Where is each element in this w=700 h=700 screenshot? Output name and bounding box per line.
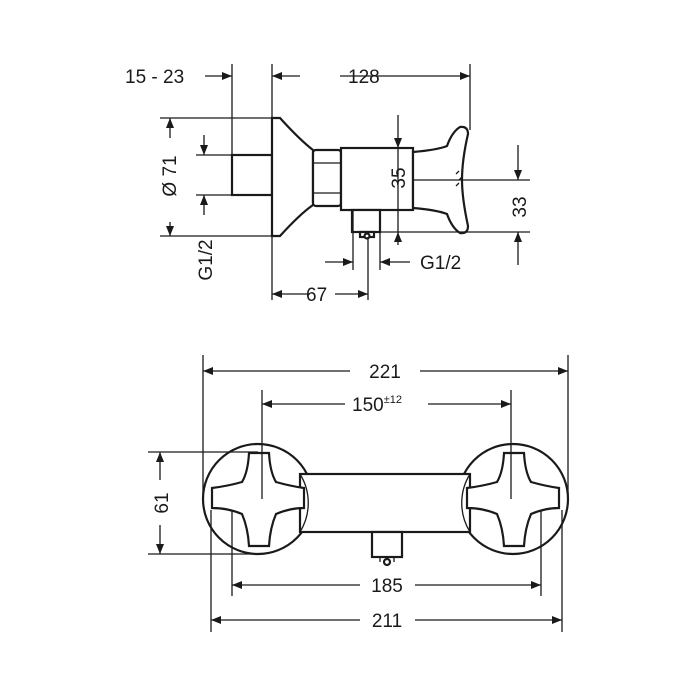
hex-nut <box>311 148 343 208</box>
dim-inlet-thread: G1/2 <box>196 239 217 280</box>
rosette-flange <box>270 116 315 238</box>
dim-outlet-thread: G1/2 <box>420 253 461 274</box>
dim-centre-distance-value: 150 <box>352 395 384 416</box>
dim-wall-offset: 15 - 23 <box>125 67 184 88</box>
side-view: 15 - 23 128 Ø 71 G1/2 35 33 G1/2 67 <box>125 64 531 306</box>
dim-overall-width: 221 <box>369 362 401 383</box>
dim-handle-span: 185 <box>371 576 403 597</box>
dim-height-33: 33 <box>510 196 531 217</box>
valve-body-front <box>298 472 472 534</box>
dim-diameter: Ø 71 <box>160 155 181 196</box>
dim-height-35: 35 <box>389 167 410 188</box>
dim-outlet-offset: 67 <box>306 285 327 306</box>
dim-rosette-height: 61 <box>152 492 173 513</box>
dim-rosette-span: 211 <box>372 611 402 632</box>
outlet-fitting <box>350 208 382 234</box>
left-cross-handle <box>210 451 306 548</box>
front-view: 221 150±12 61 185 211 <box>148 355 570 632</box>
dim-depth: 128 <box>348 67 380 88</box>
outlet-fitting-front <box>370 530 404 559</box>
dim-centre-tolerance: ±12 <box>384 394 402 406</box>
wall-connector <box>230 153 274 197</box>
right-cross-handle <box>465 451 561 548</box>
dim-centre-distance: 150±12 <box>352 394 402 416</box>
